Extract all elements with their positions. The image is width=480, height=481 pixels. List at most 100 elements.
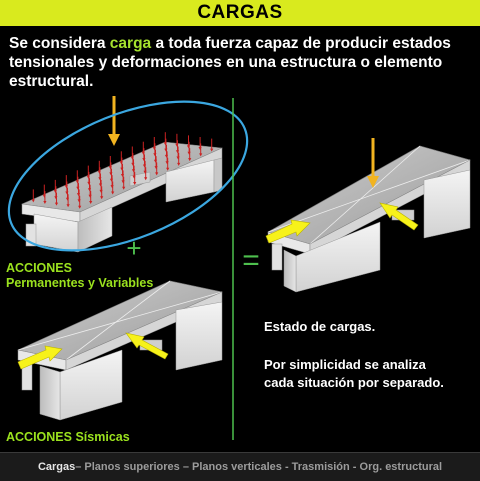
load-arrow-head xyxy=(122,186,126,190)
structure-combined xyxy=(265,138,471,293)
structure-gravity xyxy=(20,96,224,253)
load-arrow-head xyxy=(87,181,91,185)
load-arrow-head xyxy=(78,205,82,209)
load-arrow-head xyxy=(119,161,123,165)
label-acciones-permanentes: ACCIONES Permanentes y Variables xyxy=(6,261,153,291)
note-simplicidad: Por simplicidad se analiza cada situació… xyxy=(264,356,444,392)
seismic-arrow-right xyxy=(125,332,169,360)
page-title: CARGAS xyxy=(197,2,283,23)
load-arrow-head xyxy=(187,151,191,155)
note-estado: Estado de cargas. xyxy=(264,319,376,334)
load-arrow-head xyxy=(65,191,69,195)
load-arrow-head xyxy=(88,194,92,198)
load-arrow-head xyxy=(43,201,47,204)
seismic-arrow-left xyxy=(17,345,63,370)
intro-highlight: carga xyxy=(109,35,152,52)
column-corner xyxy=(25,223,37,247)
load-arrow-head xyxy=(98,177,102,181)
load-arrow-head xyxy=(66,204,70,208)
load-arrow-head xyxy=(77,199,81,203)
load-arrow-head xyxy=(131,162,135,166)
load-arrow-head xyxy=(53,189,57,193)
load-arrow-head xyxy=(153,159,158,163)
load-arrow-head xyxy=(155,172,159,176)
load-arrow-head xyxy=(75,180,79,184)
load-arrow-head xyxy=(42,194,46,198)
wall-left-side xyxy=(283,249,297,293)
structure-seismic xyxy=(17,280,223,421)
load-arrow-head xyxy=(144,177,148,181)
intro-before: Se considera xyxy=(9,35,110,52)
load-arrow-head xyxy=(131,169,136,173)
load-arrow-head xyxy=(198,147,202,150)
wall-left-side xyxy=(39,365,61,421)
load-arrow-head xyxy=(210,148,214,152)
load-arrow-head xyxy=(153,153,157,157)
distributed-load-arrows xyxy=(31,132,214,209)
load-arrow-head xyxy=(110,185,114,189)
load-arrow-head xyxy=(54,196,58,200)
point-load-head xyxy=(108,134,120,146)
load-arrow-head xyxy=(100,196,104,200)
load-arrow-head xyxy=(141,151,145,155)
load-arrow-head xyxy=(154,166,158,170)
load-arrow-head xyxy=(164,154,169,158)
intro-text: Se considera carga a toda fuerza capaz d… xyxy=(9,34,474,91)
footer-nav: Cargas – Planos superiores – Planos vert… xyxy=(0,452,480,481)
load-arrow-head xyxy=(175,150,180,154)
slab-diagonal xyxy=(65,280,171,361)
load-arrow-head xyxy=(166,167,170,171)
load-arrow-head xyxy=(165,161,169,165)
load-arrow-head xyxy=(31,199,35,203)
load-arrow-head xyxy=(133,182,137,185)
load-arrow-head xyxy=(120,167,124,171)
load-arrow-head xyxy=(143,170,147,174)
wall-right-side xyxy=(213,157,223,193)
wall-right-front xyxy=(423,169,471,239)
label-acciones-subtitle: Sísmicas xyxy=(75,430,130,444)
slab-diagonal xyxy=(267,159,471,233)
intro-after: a toda fuerza capaz de producir estados … xyxy=(9,35,451,90)
load-arrow-head xyxy=(111,191,115,195)
load-arrow-head xyxy=(175,143,179,147)
load-arrow-head xyxy=(152,147,156,150)
selection-ellipse xyxy=(7,100,249,252)
load-arrow-head xyxy=(64,185,68,189)
footer-nav-active[interactable]: Cargas xyxy=(37,461,76,473)
title-bar: CARGAS xyxy=(0,0,480,26)
label-acciones-sismicas: ACCIONES Sísmicas xyxy=(6,430,130,445)
label-acciones-subtitle: Permanentes y Variables xyxy=(6,276,154,290)
load-arrow-head xyxy=(109,178,114,182)
note-simplicidad-line2: cada situación por separado. xyxy=(264,375,444,390)
load-arrow-head xyxy=(199,153,203,157)
plus-sign: + xyxy=(126,233,141,263)
load-arrow-head xyxy=(120,174,125,177)
label-acciones-title: ACCIONES xyxy=(6,430,72,444)
wall-right-front xyxy=(175,301,223,371)
load-arrow-head xyxy=(54,202,59,206)
load-arrow-head xyxy=(65,197,70,201)
load-arrow-head xyxy=(87,188,92,192)
load-arrow-head xyxy=(164,148,168,152)
seismic-arrow-right xyxy=(379,202,419,231)
note-simplicidad-line1: Por simplicidad se analiza xyxy=(264,357,426,372)
slab-diagonal xyxy=(17,291,223,351)
load-arrow-head xyxy=(142,164,147,168)
seismic-arrow-left xyxy=(265,219,311,244)
load-arrow-head xyxy=(186,145,191,149)
load-arrow-head xyxy=(98,183,103,187)
label-acciones-title: ACCIONES xyxy=(6,261,72,275)
footer-nav-rest[interactable]: – Planos superiores – Planos verticales … xyxy=(75,461,443,473)
load-arrow-head xyxy=(109,172,113,176)
load-arrow-head xyxy=(176,156,180,160)
load-arrow-head xyxy=(132,175,136,179)
slab-diagonal xyxy=(309,145,421,245)
point-load-head xyxy=(367,176,379,188)
load-arrow-head xyxy=(130,156,134,160)
load-arrow-head xyxy=(99,189,103,193)
wall-left-side xyxy=(77,206,113,253)
load-arrow-head xyxy=(188,158,192,162)
load-arrow-head xyxy=(76,193,81,197)
column-corner xyxy=(271,243,283,271)
